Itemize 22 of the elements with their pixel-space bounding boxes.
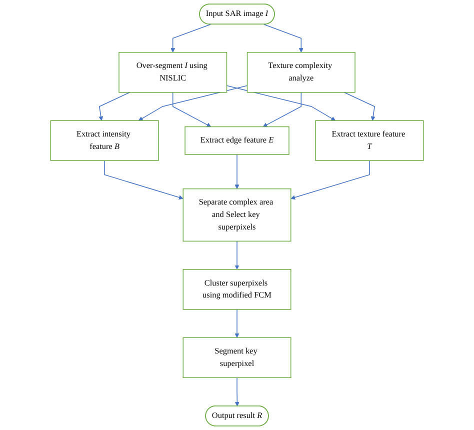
arrow <box>234 240 240 270</box>
node-box: Texture complexity analyze <box>246 52 356 93</box>
arrow <box>172 92 212 127</box>
arrow <box>262 92 302 127</box>
node-box: Over-segment I using NISLIC <box>118 52 228 93</box>
arrow <box>98 92 130 121</box>
arrow <box>104 160 184 200</box>
node-box: Separate complex area and Select key superpixels <box>182 188 292 242</box>
arrow <box>234 309 240 338</box>
arrow <box>138 85 248 121</box>
node-box: Extract intensity feature B <box>50 120 159 161</box>
node-box: Extract edge feature E <box>184 126 290 155</box>
arrow <box>344 92 376 121</box>
node-box: Extract texture feature T <box>315 120 424 161</box>
arrow <box>234 154 240 190</box>
arrow <box>290 160 370 200</box>
arrow <box>263 24 304 53</box>
node-box: Segment key superpixel <box>182 337 292 378</box>
arrow <box>170 24 212 53</box>
arrow <box>234 377 240 406</box>
node-box: Cluster superpixels using modified FCM <box>182 269 292 310</box>
arrow <box>226 85 336 121</box>
